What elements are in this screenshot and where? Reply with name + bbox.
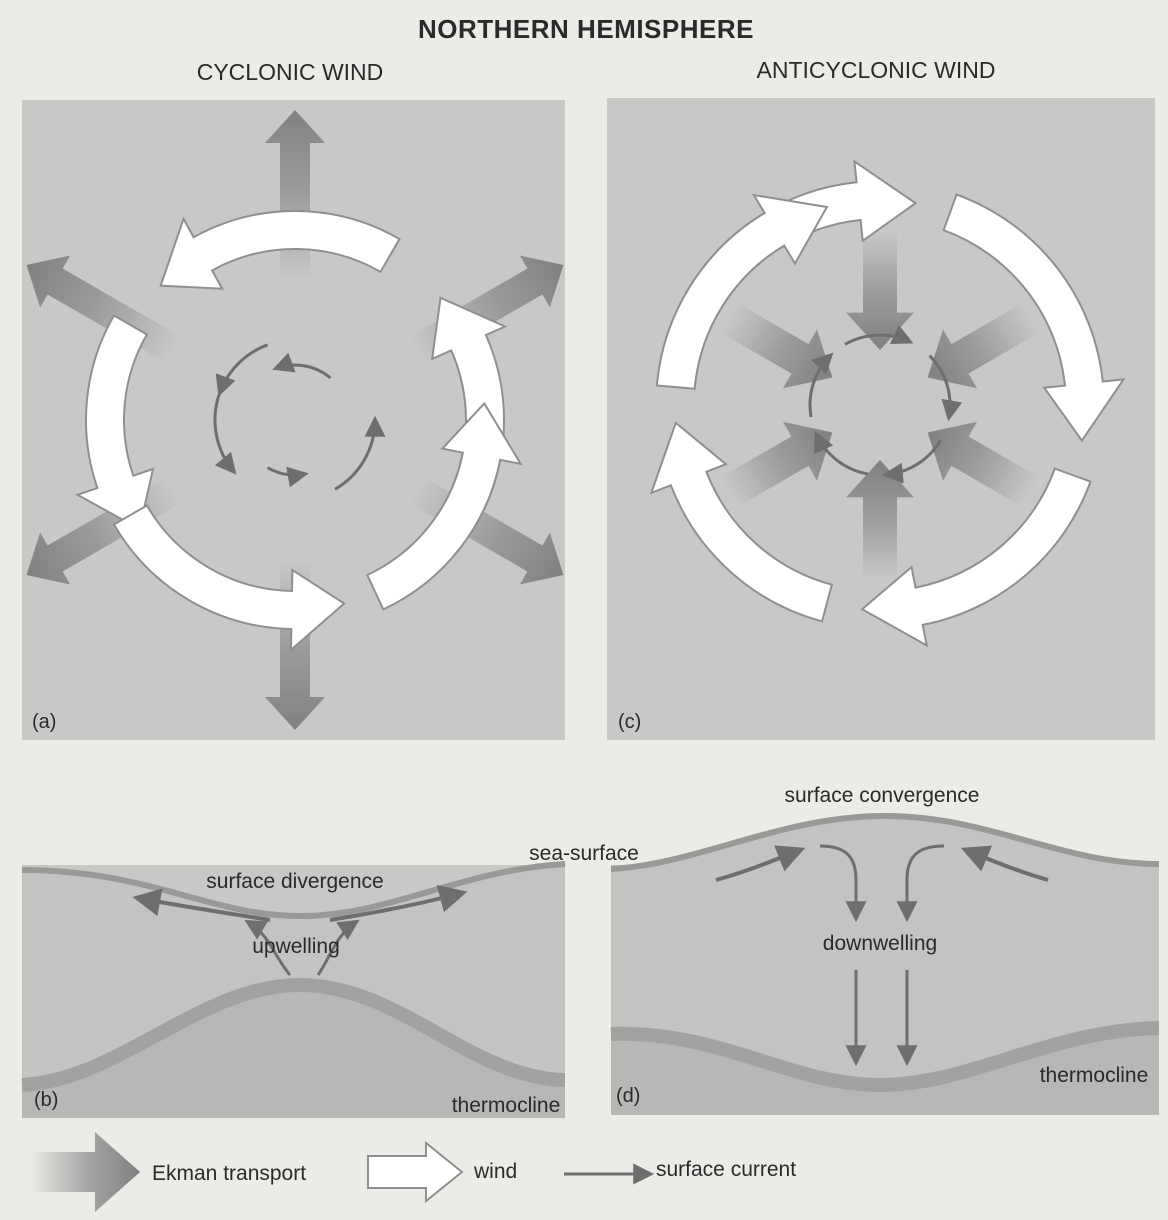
current-arrow-anticyclonic xyxy=(808,352,834,418)
downwelling-arrow-right-upper xyxy=(896,844,945,923)
ekman-in-arrow xyxy=(846,460,914,580)
sea-surface-line-d xyxy=(610,812,1160,872)
thermocline-trough xyxy=(611,1028,1159,1115)
convergence-current-left xyxy=(715,845,806,882)
wind-arrow-cyclonic xyxy=(365,401,523,611)
thermocline-line-d xyxy=(610,1021,1160,1093)
upwelling-label: upwelling xyxy=(252,935,340,958)
current-arrow-cyclonic xyxy=(272,352,332,380)
ekman-in-arrow xyxy=(719,302,833,389)
panel-b-divergence: surface divergence upwelling thermocline… xyxy=(21,861,566,1118)
downwelling-arrow-left-upper xyxy=(819,844,867,923)
figure-title: NORTHERN HEMISPHERE xyxy=(418,14,754,44)
ekman-in-arrow xyxy=(927,302,1041,389)
current-arrow-anticyclonic xyxy=(814,430,869,476)
anticyclonic-heading: ANTICYCLONIC WIND xyxy=(757,57,996,83)
legend-ekman-arrow xyxy=(30,1132,140,1212)
surface-divergence-label: surface divergence xyxy=(206,870,383,893)
current-arrow-anticyclonic xyxy=(844,324,914,346)
legend-current-label: surface current xyxy=(656,1158,796,1181)
wind-arrow-anticyclonic xyxy=(860,467,1092,648)
ekman-in-arrow xyxy=(927,421,1041,508)
surface-convergence-label: surface convergence xyxy=(785,784,980,807)
divergence-current-right xyxy=(329,885,468,922)
wind-arrow-anticyclonic xyxy=(649,421,834,623)
panel-a-letter: (a) xyxy=(32,711,56,733)
panel-c-letter: (c) xyxy=(618,711,641,733)
panel-a-cyclonic xyxy=(26,110,564,730)
panel-d-letter: (d) xyxy=(616,1085,640,1107)
cyclonic-heading: CYCLONIC WIND xyxy=(197,59,384,85)
thermocline-line-b xyxy=(21,977,566,1092)
wind-arrow-cyclonic xyxy=(159,210,401,290)
wind-arrow-cyclonic xyxy=(112,504,346,653)
thermocline-label-b: thermocline xyxy=(452,1094,561,1117)
upwelling-arrow-left xyxy=(244,919,292,976)
sea-surface-label: sea-surface xyxy=(529,842,639,865)
current-arrow-anticyclonic xyxy=(881,439,942,484)
downwelling-label: downwelling xyxy=(823,932,937,955)
sea-surface-line-b xyxy=(21,861,566,920)
legend-wind-arrow xyxy=(367,1140,464,1204)
legend-wind-label: wind xyxy=(473,1160,517,1183)
legend-ekman-label: Ekman transport xyxy=(152,1162,306,1185)
convergence-current-right xyxy=(960,845,1049,882)
ekman-in-arrow xyxy=(719,421,833,508)
thermocline-dome xyxy=(22,985,565,1118)
current-arrow-cyclonic xyxy=(266,466,309,488)
panel-c-anticyclonic xyxy=(649,159,1126,648)
thermocline-label-d: thermocline xyxy=(1040,1064,1149,1087)
current-arrow-cyclonic xyxy=(334,415,386,491)
upwelling-arrow-right xyxy=(316,919,360,976)
wind-arrow-anticyclonic xyxy=(942,193,1126,443)
legend: Ekman transport wind surface current xyxy=(30,1132,796,1212)
panel-b-letter: (b) xyxy=(34,1089,58,1111)
wind-arrow-anticyclonic xyxy=(655,193,829,390)
current-arrow-anticyclonic xyxy=(928,354,963,422)
ekman-in-arrow xyxy=(846,230,914,350)
sea-water-d xyxy=(611,818,1159,1115)
panel-d-convergence: surface convergence downwelling thermocl… xyxy=(610,784,1160,1115)
current-arrow-cyclonic xyxy=(215,343,269,397)
divergence-current-left xyxy=(132,888,271,922)
current-arrow-cyclonic xyxy=(213,392,237,475)
